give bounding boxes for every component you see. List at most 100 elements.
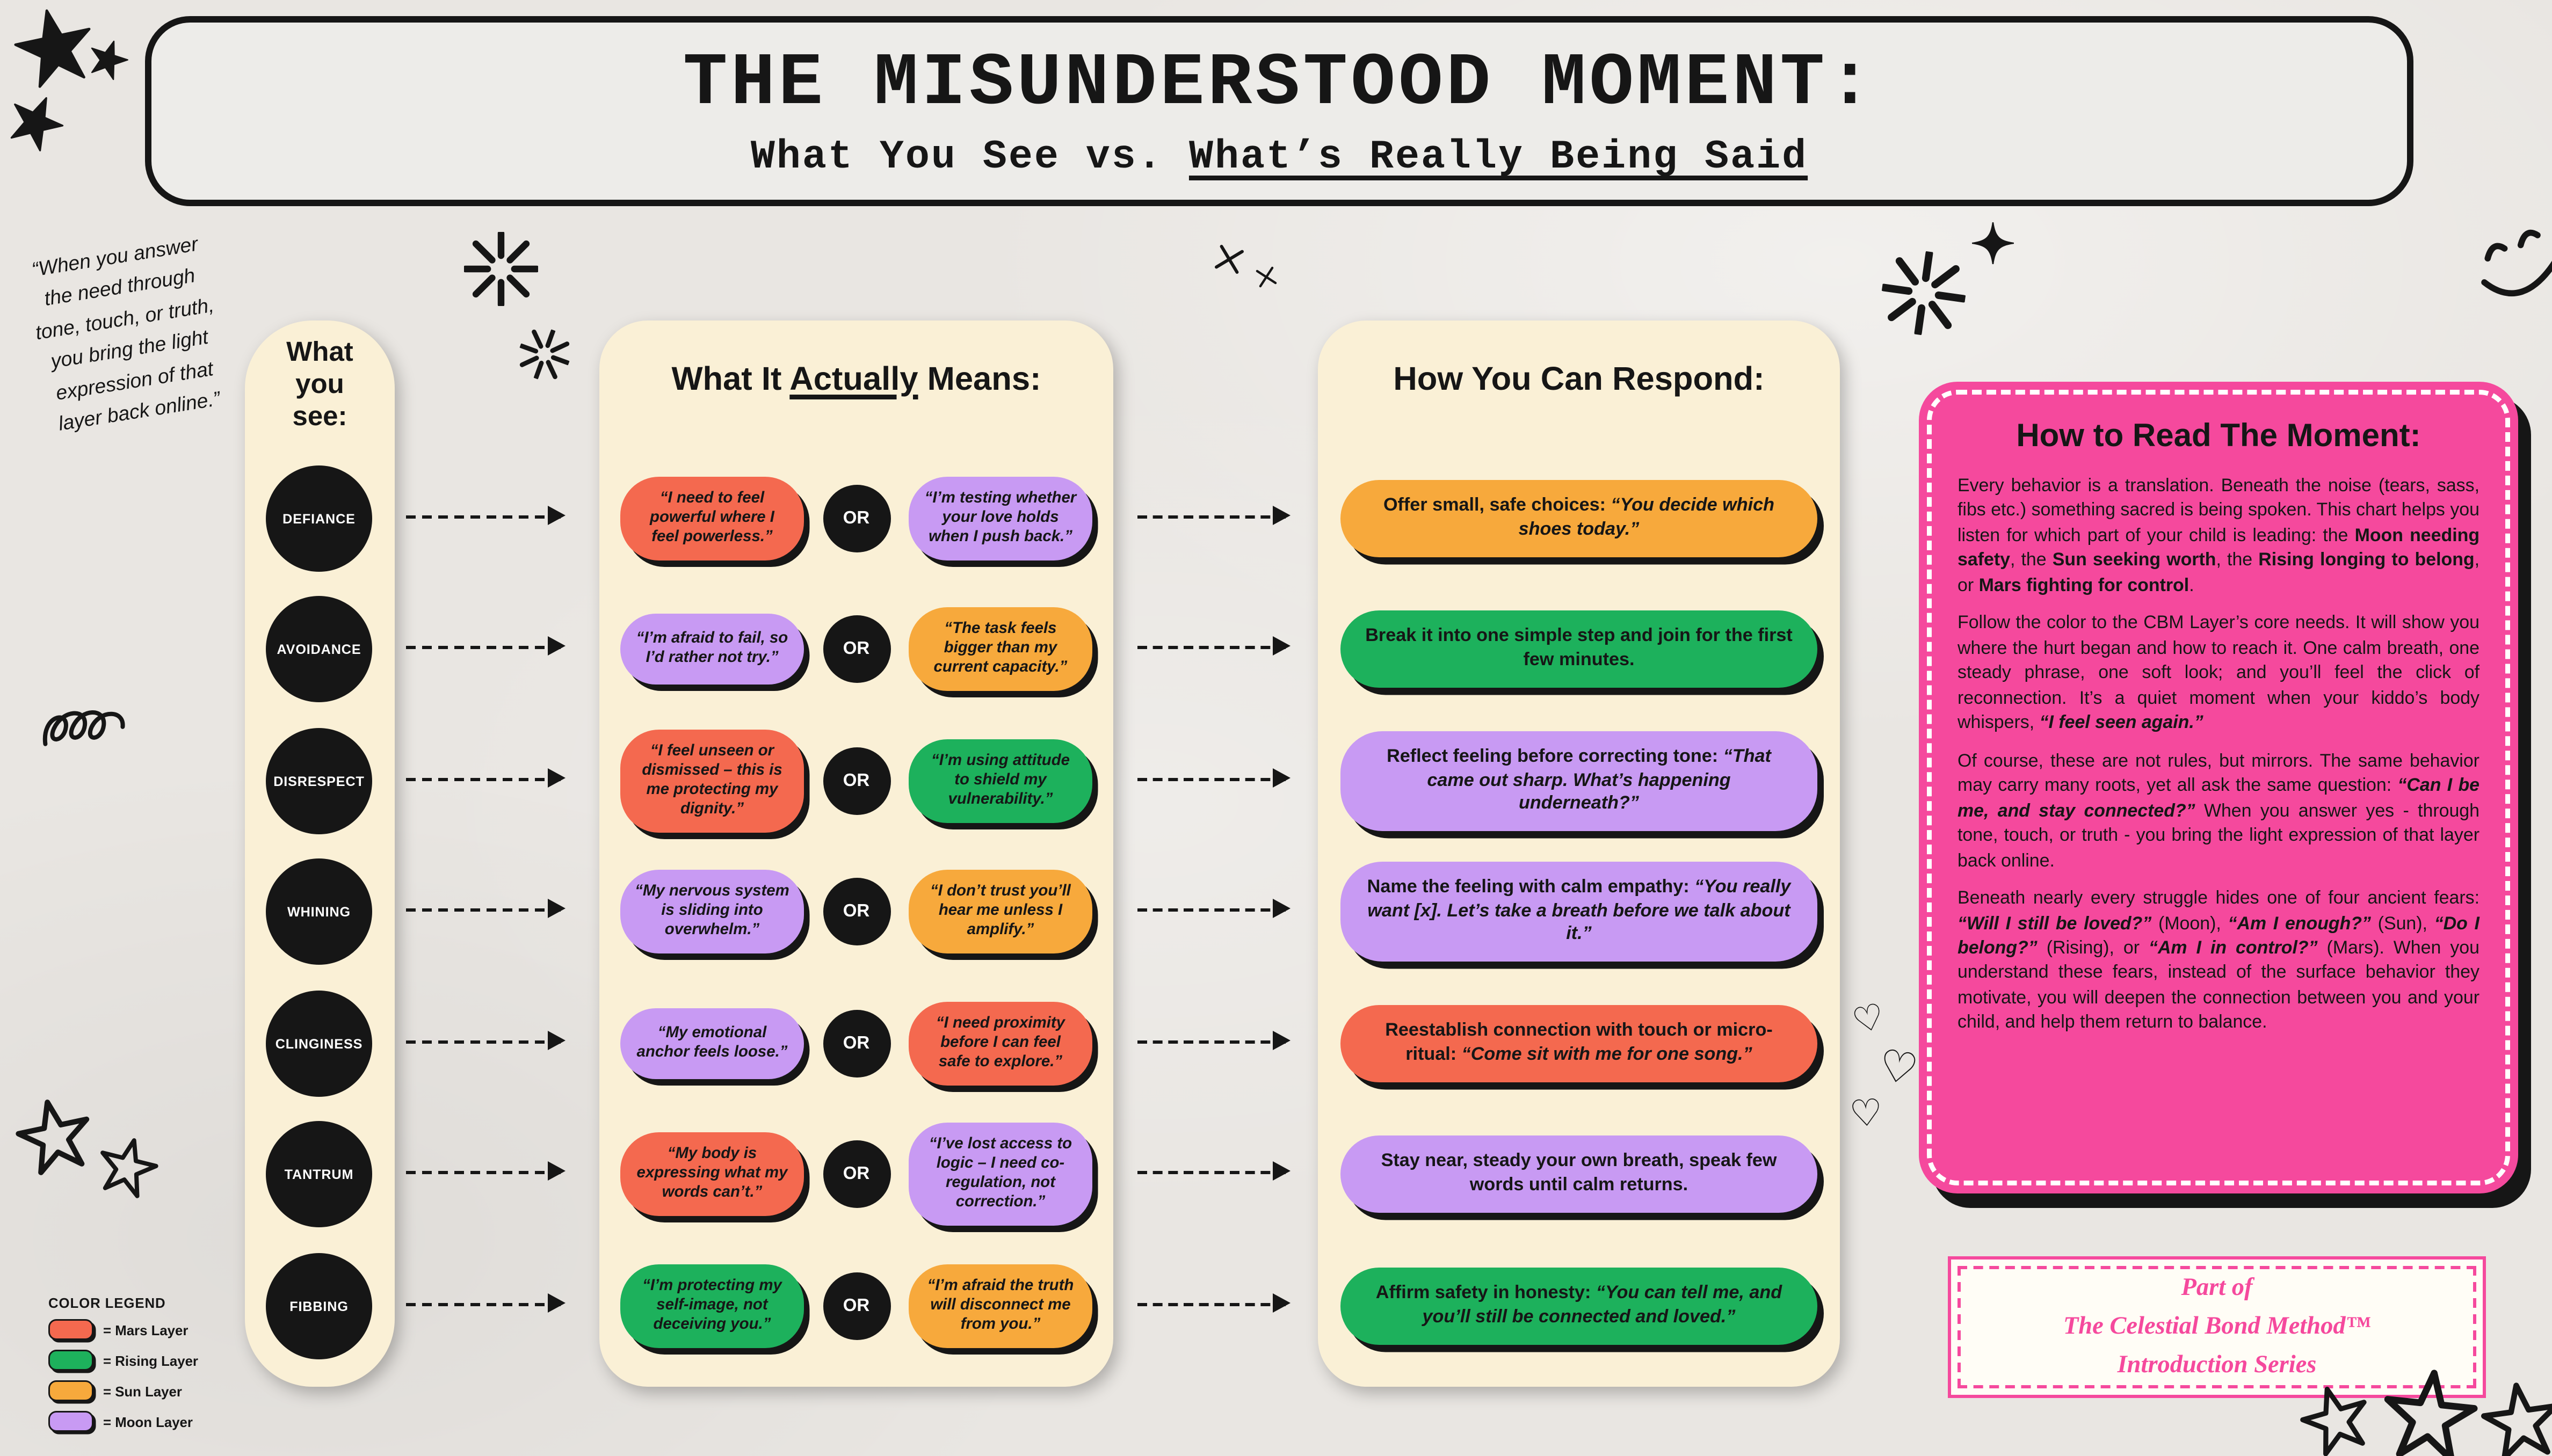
- behavior-circle-defiance: DEFIANCE: [266, 465, 372, 572]
- behavior-label: TANTRUM: [284, 1166, 354, 1182]
- see-column-header: What you see:: [286, 337, 353, 432]
- behavior-label: AVOIDANCE: [277, 641, 361, 657]
- or-badge: OR: [822, 615, 890, 683]
- legend-item-mars: = Mars Layer: [48, 1319, 198, 1340]
- means-pill-left: “I’m afraid to fail, so I’d rather not t…: [620, 614, 804, 685]
- legend-item-rising: = Rising Layer: [48, 1350, 198, 1371]
- title-banner: THE MISUNDERSTOOD MOMENT: What You See v…: [145, 16, 2413, 206]
- means-pill-right: “I’m using attitude to shield my vulnera…: [909, 739, 1092, 824]
- dashed-arrow: [1137, 636, 1291, 656]
- page-title: THE MISUNDERSTOOD MOMENT:: [683, 42, 1876, 126]
- cross-doodle-icon: [1251, 262, 1282, 293]
- means-row: “My emotional anchor feels loose.” OR “I…: [599, 979, 1113, 1108]
- legend-item-sun: = Sun Layer: [48, 1380, 198, 1401]
- legend-item-moon: = Moon Layer: [48, 1411, 198, 1432]
- or-badge: OR: [822, 1272, 890, 1340]
- star-outline-icon: [90, 1131, 164, 1205]
- dashed-arrow: [1137, 899, 1291, 918]
- sparkle-icon: [1972, 222, 2014, 264]
- how-to-read-paragraph: Of course, these are not rules, but mirr…: [1958, 752, 2480, 871]
- means-header-underlined: Actually: [789, 361, 918, 398]
- asterisk-burst-icon: [1876, 246, 1971, 340]
- respond-row: Affirm safety in honesty: “You can tell …: [1318, 1242, 1840, 1371]
- dashed-arrow: [406, 1161, 566, 1181]
- means-row: “My nervous system is sliding into overw…: [599, 847, 1113, 976]
- series-badge: Part of The Celestial Bond Method™ Intro…: [1948, 1256, 2486, 1398]
- means-pill-right: “I’m afraid the truth will disconnect me…: [909, 1264, 1092, 1349]
- dashed-arrow: [1137, 506, 1291, 525]
- how-to-read-paragraph: Every behavior is a translation. Beneath…: [1958, 477, 2480, 596]
- dashed-arrow: [406, 899, 566, 918]
- dashed-arrow: [1137, 768, 1291, 788]
- color-legend: COLOR LEGEND = Mars Layer = Rising Layer…: [48, 1295, 198, 1442]
- respond-quote: “Come sit with me for one song.”: [1461, 1045, 1752, 1065]
- respond-quote: “That came out sharp. What’s happening u…: [1427, 747, 1771, 814]
- respond-pill: Reflect feeling before correcting tone: …: [1340, 731, 1817, 832]
- means-pill-left: “My nervous system is sliding into overw…: [620, 869, 804, 954]
- behavior-label: WHINING: [287, 904, 351, 920]
- handwritten-quote: “When you answer the need through tone, …: [30, 232, 222, 435]
- behavior-label: DISRESPECT: [273, 773, 365, 789]
- means-row: “I feel unseen or dismissed – this is me…: [599, 717, 1113, 846]
- star-icon: [82, 33, 134, 86]
- respond-row: Stay near, steady your own breath, speak…: [1318, 1110, 1840, 1239]
- dashed-arrow: [1137, 1293, 1291, 1313]
- respond-pill: Offer small, safe choices: “You decide w…: [1340, 480, 1817, 557]
- star-outline-icon: [9, 1091, 101, 1183]
- respond-row: Reflect feeling before correcting tone: …: [1318, 717, 1840, 846]
- dashed-arrow: [406, 768, 566, 788]
- respond-pill: Reestablish connection with touch or mic…: [1340, 1005, 1817, 1082]
- behavior-circle-whining: WHINING: [266, 858, 372, 965]
- or-badge: OR: [822, 485, 890, 552]
- rising-swatch-icon: [48, 1350, 93, 1371]
- legend-label: = Moon Layer: [103, 1413, 193, 1430]
- or-badge: OR: [822, 747, 890, 815]
- star-icon: [0, 84, 74, 161]
- means-pill-right: “The task feels bigger than my current c…: [909, 607, 1092, 691]
- means-pill-right: “I don’t trust you’ll hear me unless I a…: [909, 869, 1092, 954]
- series-badge-line: Introduction Series: [2117, 1351, 2317, 1379]
- behavior-circle-disrespect: DISRESPECT: [266, 728, 372, 834]
- means-row: “My body is expressing what my words can…: [599, 1110, 1113, 1239]
- means-pill-right: “I’ve lost access to logic – I need co-r…: [909, 1122, 1092, 1226]
- or-badge: OR: [822, 1140, 890, 1208]
- respond-row: Name the feeling with calm empathy: “You…: [1318, 847, 1840, 976]
- behavior-circle-clinginess: CLINGINESS: [266, 991, 372, 1097]
- respond-text: Affirm safety in honesty:: [1375, 1284, 1596, 1304]
- heart-icon: ♡: [1848, 1090, 1884, 1135]
- heart-icon: ♡: [1848, 995, 1889, 1043]
- dashed-arrow: [1137, 1161, 1291, 1181]
- respond-text: Offer small, safe choices:: [1383, 496, 1611, 516]
- means-pill-left: “I need to feel powerful where I feel po…: [620, 476, 804, 561]
- moon-swatch-icon: [48, 1411, 93, 1432]
- how-to-read-panel-inner: How to Read The Moment: Every behavior i…: [1927, 390, 2510, 1185]
- legend-label: = Sun Layer: [103, 1382, 182, 1399]
- how-to-read-panel: How to Read The Moment: Every behavior i…: [1919, 382, 2518, 1193]
- respond-row: Reestablish connection with touch or mic…: [1318, 979, 1840, 1108]
- respond-pill: Affirm safety in honesty: “You can tell …: [1340, 1268, 1817, 1345]
- squiggle-doodle-icon: [42, 693, 145, 773]
- means-header-prefix: What It: [671, 361, 790, 398]
- star-icon: [5, 0, 104, 98]
- respond-pill: Stay near, steady your own breath, speak…: [1340, 1135, 1817, 1213]
- behavior-circle-tantrum: TANTRUM: [266, 1121, 372, 1227]
- behavior-circle-avoidance: AVOIDANCE: [266, 596, 372, 702]
- how-to-read-paragraph: Beneath nearly every struggle hides one …: [1958, 889, 2480, 1033]
- means-row: “I’m protecting my self-image, not decei…: [599, 1242, 1113, 1371]
- means-pill-left: “My emotional anchor feels loose.”: [620, 1008, 804, 1079]
- respond-pill: Break it into one simple step and join f…: [1340, 610, 1817, 688]
- smiley-doodle-icon: [2459, 209, 2552, 332]
- or-badge: OR: [822, 1010, 890, 1078]
- sparkle-burst-icon: [464, 232, 538, 306]
- means-pill-right: “I need proximity before I can feel safe…: [909, 1001, 1092, 1086]
- respond-row: Offer small, safe choices: “You decide w…: [1318, 454, 1840, 583]
- how-to-read-title: How to Read The Moment:: [2016, 419, 2421, 454]
- respond-column-header: How You Can Respond:: [1393, 361, 1765, 398]
- means-row: “I need to feel powerful where I feel po…: [599, 454, 1113, 583]
- respond-text: Stay near, steady your own breath, speak…: [1381, 1152, 1777, 1195]
- means-pill-left: “I feel unseen or dismissed – this is me…: [620, 729, 804, 833]
- star-outline-icon: [2476, 1377, 2552, 1456]
- means-row: “I’m afraid to fail, so I’d rather not t…: [599, 585, 1113, 714]
- dashed-arrow: [406, 1293, 566, 1313]
- dashed-arrow: [406, 636, 566, 656]
